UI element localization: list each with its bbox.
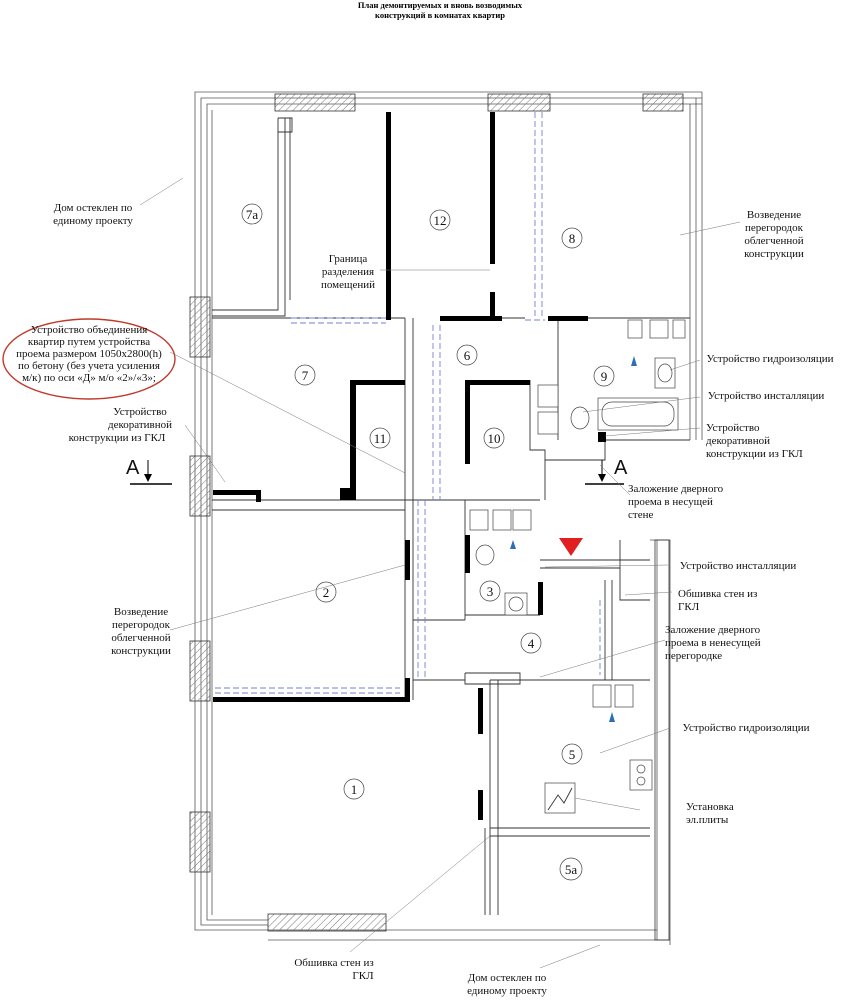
svg-text:перегородок: перегородок (745, 222, 804, 234)
room-8: 8 (569, 231, 576, 246)
svg-text:Заложение дверного: Заложение дверного (665, 624, 761, 636)
note-glazed-top: Дом остеклен по единому проекту (53, 202, 133, 227)
callout-ellipse (2, 318, 176, 400)
svg-text:разделения: разделения (322, 266, 374, 278)
warning-triangle-icon (559, 538, 583, 556)
note-install-mid: Устройство инсталляции (680, 560, 797, 572)
svg-text:единому проекту: единому проекту (467, 985, 547, 997)
room-3: 3 (487, 584, 494, 599)
plan-title-line2: конструкций в комнатах квартир (375, 10, 505, 20)
svg-text:Дом остеклен по: Дом остеклен по (468, 972, 547, 984)
note-partitions-left: Возведение перегородок облегченной конст… (111, 606, 171, 657)
room-2: 2 (323, 585, 330, 600)
svg-text:м/к) по оси «Д» м/о «2»/«3»;: м/к) по оси «Д» м/о «2»/«3»; (22, 372, 156, 384)
note-gkl-cladding-bottom: Обшивка стен из ГКЛ (294, 957, 374, 982)
note-door-bearing-partition: Заложение дверного проема в ненесущей пе… (665, 624, 761, 662)
note-waterproof-mid: Устройство гидроизоляции (683, 722, 810, 734)
note-gkl-cladding-right: Обшивка стен из ГКЛ (678, 588, 757, 613)
svg-text:Устройство: Устройство (706, 422, 760, 434)
svg-text:стене: стене (628, 509, 653, 521)
note-door-bearing-wall: Заложение дверного проема в несущей стен… (628, 483, 724, 521)
note-install-top: Устройство инсталляции (708, 390, 825, 402)
svg-text:Граница: Граница (329, 253, 368, 265)
section-marks: А А (126, 457, 628, 485)
room-10: 10 (488, 431, 501, 446)
room-4: 4 (528, 636, 535, 651)
room-7: 7 (302, 368, 309, 383)
note-deco-gkl-right: Устройство декоративной конструкции из Г… (706, 422, 803, 460)
room-6: 6 (464, 348, 471, 363)
section-mark-left: А (126, 457, 140, 479)
svg-text:облегченной: облегченной (111, 632, 170, 644)
new-partitions (213, 112, 606, 820)
svg-text:облегченной: облегченной (744, 235, 803, 247)
room-7a: 7а (246, 207, 259, 222)
room-markers: 7а 12 8 7 6 9 11 10 2 3 4 5 1 5а (241, 203, 615, 881)
note-deco-gkl-left: Устройство декоративной конструкции из Г… (69, 406, 172, 444)
svg-text:единому проекту: единому проекту (53, 215, 133, 227)
note-waterproof-top: Устройство гидроизоляции (707, 353, 834, 365)
loggia-7a (212, 117, 293, 317)
sanitary-fixtures (469, 319, 686, 814)
leader-lines (139, 177, 741, 969)
note-merge-opening: Устройство объединения квартир путем уст… (16, 324, 162, 384)
svg-text:проема в несущей: проема в несущей (628, 496, 713, 508)
svg-text:проема в ненесущей: проема в ненесущей (665, 637, 761, 649)
room-1: 1 (351, 782, 358, 797)
svg-text:конструкции из ГКЛ: конструкции из ГКЛ (69, 432, 166, 444)
svg-text:Обшивка стен из: Обшивка стен из (678, 588, 757, 600)
room-12: 12 (434, 213, 447, 228)
window-blocks (189, 93, 684, 941)
svg-text:перегородок: перегородок (112, 619, 171, 631)
room-5a: 5а (565, 862, 578, 877)
svg-text:конструкции: конструкции (111, 645, 171, 657)
svg-text:эл.плиты: эл.плиты (686, 814, 729, 826)
svg-text:проема размером 1050x2800(h): проема размером 1050x2800(h) (16, 348, 162, 360)
plan-title-line1: План демонтируемых и вновь возводимых (358, 0, 523, 10)
svg-text:квартир путем устройства: квартир путем устройства (28, 336, 150, 348)
room-5: 5 (569, 747, 576, 762)
svg-text:конструкции: конструкции (744, 248, 804, 260)
note-glazed-bottom: Дом остеклен по единому проекту (467, 972, 547, 997)
svg-text:Устройство: Устройство (113, 406, 167, 418)
room-9: 9 (601, 369, 608, 384)
svg-text:Устройство объединения: Устройство объединения (31, 324, 148, 336)
svg-text:конструкции из ГКЛ: конструкции из ГКЛ (706, 448, 803, 460)
svg-text:перегородке: перегородке (665, 650, 722, 662)
svg-text:Установка: Установка (686, 801, 734, 813)
section-mark-right: А (614, 457, 628, 479)
svg-text:декоративной: декоративной (108, 419, 172, 431)
svg-text:Возведение: Возведение (747, 209, 801, 221)
svg-text:ГКЛ: ГКЛ (678, 601, 700, 613)
room-11: 11 (374, 431, 387, 446)
waterproof-arrow-icons (510, 356, 637, 722)
svg-text:Дом остеклен по: Дом остеклен по (54, 202, 133, 214)
note-boundary: Граница разделения помещений (321, 253, 375, 291)
svg-text:ГКЛ: ГКЛ (352, 970, 374, 982)
dashed-lines (215, 112, 601, 694)
note-partitions-top: Возведение перегородок облегченной конст… (744, 209, 804, 260)
svg-text:помещений: помещений (321, 279, 375, 291)
svg-text:Возведение: Возведение (114, 606, 168, 618)
svg-text:декоративной: декоративной (706, 435, 770, 447)
note-stove: Установка эл.плиты (686, 801, 734, 826)
svg-text:Обшивка стен из: Обшивка стен из (294, 957, 373, 969)
svg-text:Заложение дверного: Заложение дверного (628, 483, 724, 495)
svg-text:по бетону (без учета усиления: по бетону (без учета усиления (18, 360, 160, 372)
